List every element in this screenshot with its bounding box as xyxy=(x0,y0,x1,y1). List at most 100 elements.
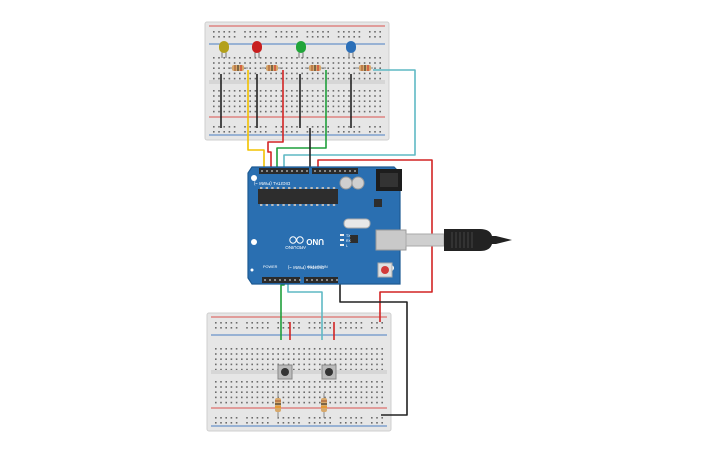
led-blue[interactable] xyxy=(346,41,356,58)
resistor[interactable] xyxy=(305,65,326,71)
header-pin[interactable] xyxy=(299,279,301,281)
wire-teal[interactable] xyxy=(287,282,323,340)
header-pin[interactable] xyxy=(316,279,318,281)
header-pin[interactable] xyxy=(339,170,341,172)
resistor[interactable] xyxy=(355,65,373,71)
breadboard-hole xyxy=(353,36,355,38)
breadboard-hole xyxy=(241,358,243,360)
breadboard-hole xyxy=(285,126,288,128)
breadboard-hole xyxy=(275,95,277,97)
resistor[interactable] xyxy=(275,393,281,418)
header-pin[interactable] xyxy=(286,170,288,172)
header-pin[interactable] xyxy=(349,170,351,172)
breadboard-hole xyxy=(272,358,274,360)
breadboard-hole xyxy=(275,72,277,75)
wire-black[interactable] xyxy=(339,283,408,416)
led-red[interactable] xyxy=(252,41,262,58)
header-pin[interactable] xyxy=(354,170,356,172)
wire-yellow[interactable] xyxy=(247,70,265,170)
pushbutton-2[interactable] xyxy=(321,364,337,380)
breadboard-hole xyxy=(369,62,371,64)
header-pin[interactable] xyxy=(274,279,276,281)
resistor[interactable] xyxy=(262,65,283,71)
resistor[interactable] xyxy=(321,393,327,418)
breadboard-hole xyxy=(324,391,326,393)
breadboard-hole xyxy=(379,57,381,59)
breadboard-hole xyxy=(334,353,337,355)
breadboard-hole xyxy=(353,62,355,64)
breadboard-hole xyxy=(313,368,316,371)
breadboard-hole xyxy=(381,396,383,399)
wire-teal[interactable] xyxy=(283,69,416,170)
usb-port[interactable] xyxy=(375,229,407,251)
breadboard-hole xyxy=(213,95,215,97)
breadboard-hole xyxy=(246,358,248,360)
bottom-breadboard[interactable] xyxy=(206,312,392,432)
top-breadboard[interactable] xyxy=(204,21,390,141)
header-pin[interactable] xyxy=(294,279,296,281)
breadboard-hole xyxy=(259,72,262,75)
breadboard-hole xyxy=(291,57,293,59)
header-pin[interactable] xyxy=(281,170,283,172)
header-pin[interactable] xyxy=(264,279,266,281)
header-pin[interactable] xyxy=(319,170,321,172)
breadboard-hole xyxy=(285,105,288,108)
header-pin[interactable] xyxy=(276,170,278,172)
breadboard-hole xyxy=(235,353,238,355)
breadboard-hole xyxy=(218,100,220,102)
header-pin[interactable] xyxy=(329,170,331,172)
wire-green[interactable] xyxy=(276,70,327,170)
atmega-chip xyxy=(258,189,338,204)
header-pin[interactable] xyxy=(296,170,298,172)
header-pin[interactable] xyxy=(306,170,308,172)
breadboard-hole xyxy=(337,95,340,97)
usb-cable-icon[interactable] xyxy=(405,229,512,251)
breadboard-hole xyxy=(270,57,272,59)
header-pin[interactable] xyxy=(324,170,326,172)
header-pin[interactable] xyxy=(314,170,316,172)
resistor[interactable] xyxy=(228,65,248,71)
header-pin[interactable] xyxy=(344,170,346,172)
breadboard-hole xyxy=(241,386,243,388)
arduino-uno-board[interactable]: DIGITAL (PWM ~) DIGITAL (PWM ~) POWER AN… xyxy=(247,166,407,285)
wire-red[interactable] xyxy=(267,70,284,170)
reset-button[interactable] xyxy=(381,266,389,274)
breadboard-hole xyxy=(235,363,238,366)
breadboard-hole xyxy=(381,417,383,419)
header-pin[interactable] xyxy=(266,170,268,172)
breadboard-hole xyxy=(296,62,298,64)
breadboard-hole xyxy=(272,391,274,393)
pushbutton-1[interactable] xyxy=(277,364,293,380)
header-pin[interactable] xyxy=(279,279,281,281)
breadboard-hole xyxy=(339,386,342,388)
header-pin[interactable] xyxy=(306,279,308,281)
header-pin[interactable] xyxy=(271,170,273,172)
breadboard-hole xyxy=(322,36,324,38)
header-pin[interactable] xyxy=(336,279,338,281)
header-pin[interactable] xyxy=(289,279,291,281)
breadboard-hole xyxy=(225,368,227,371)
breadboard-hole xyxy=(267,368,269,371)
led-yellow[interactable] xyxy=(219,41,229,58)
header-pin[interactable] xyxy=(301,170,303,172)
header-pin[interactable] xyxy=(284,279,286,281)
header-pin[interactable] xyxy=(311,279,313,281)
breadboard-hole xyxy=(365,353,368,355)
header-pin[interactable] xyxy=(261,170,263,172)
header-pin[interactable] xyxy=(269,279,271,281)
breadboard-hole xyxy=(275,90,277,92)
breadboard-hole xyxy=(230,396,233,399)
breadboard-hole xyxy=(353,57,355,59)
header-pin[interactable] xyxy=(326,279,328,281)
breadboard-hole xyxy=(339,396,342,399)
wire-red[interactable] xyxy=(317,159,433,322)
header-pin[interactable] xyxy=(331,279,333,281)
breadboard-hole xyxy=(235,368,238,371)
led-green[interactable] xyxy=(296,41,306,58)
breadboard-hole xyxy=(256,386,259,388)
header-pin[interactable] xyxy=(321,279,323,281)
header-pin[interactable] xyxy=(334,170,336,172)
breadboard-hole xyxy=(287,381,290,383)
header-pin[interactable] xyxy=(291,170,293,172)
